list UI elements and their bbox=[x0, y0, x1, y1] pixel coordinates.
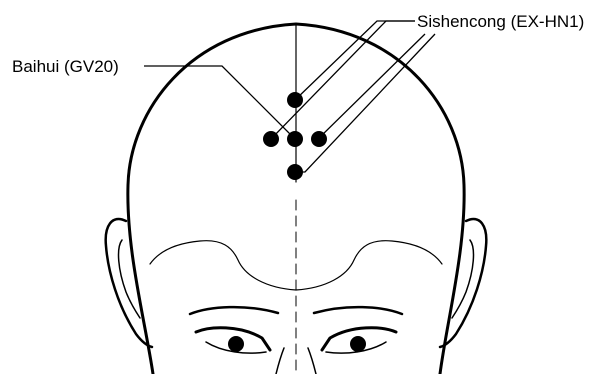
left-pupil bbox=[228, 336, 244, 352]
right-pupil bbox=[350, 336, 366, 352]
left-eyebrow bbox=[190, 307, 278, 314]
nose-bridge-right bbox=[308, 348, 316, 374]
sishencong-label: Sishencong (EX-HN1) bbox=[417, 12, 584, 31]
sishencong-right-point bbox=[311, 131, 327, 147]
nose-bridge-left bbox=[276, 348, 284, 374]
eyes bbox=[228, 336, 366, 352]
leader-baihui bbox=[144, 66, 295, 139]
right-eyebrow bbox=[314, 307, 402, 314]
acupoints bbox=[263, 92, 327, 180]
leader-sishencong-right bbox=[318, 34, 425, 139]
leader-sishencong-back bbox=[296, 34, 435, 172]
leader-sishencong-left bbox=[271, 21, 415, 139]
baihui-point bbox=[287, 131, 303, 147]
sishencong-left-point bbox=[263, 131, 279, 147]
sishencong-back-point bbox=[287, 164, 303, 180]
baihui-label: Baihui (GV20) bbox=[12, 57, 119, 76]
head-illustration bbox=[106, 24, 487, 374]
sishencong-front-point bbox=[287, 92, 303, 108]
